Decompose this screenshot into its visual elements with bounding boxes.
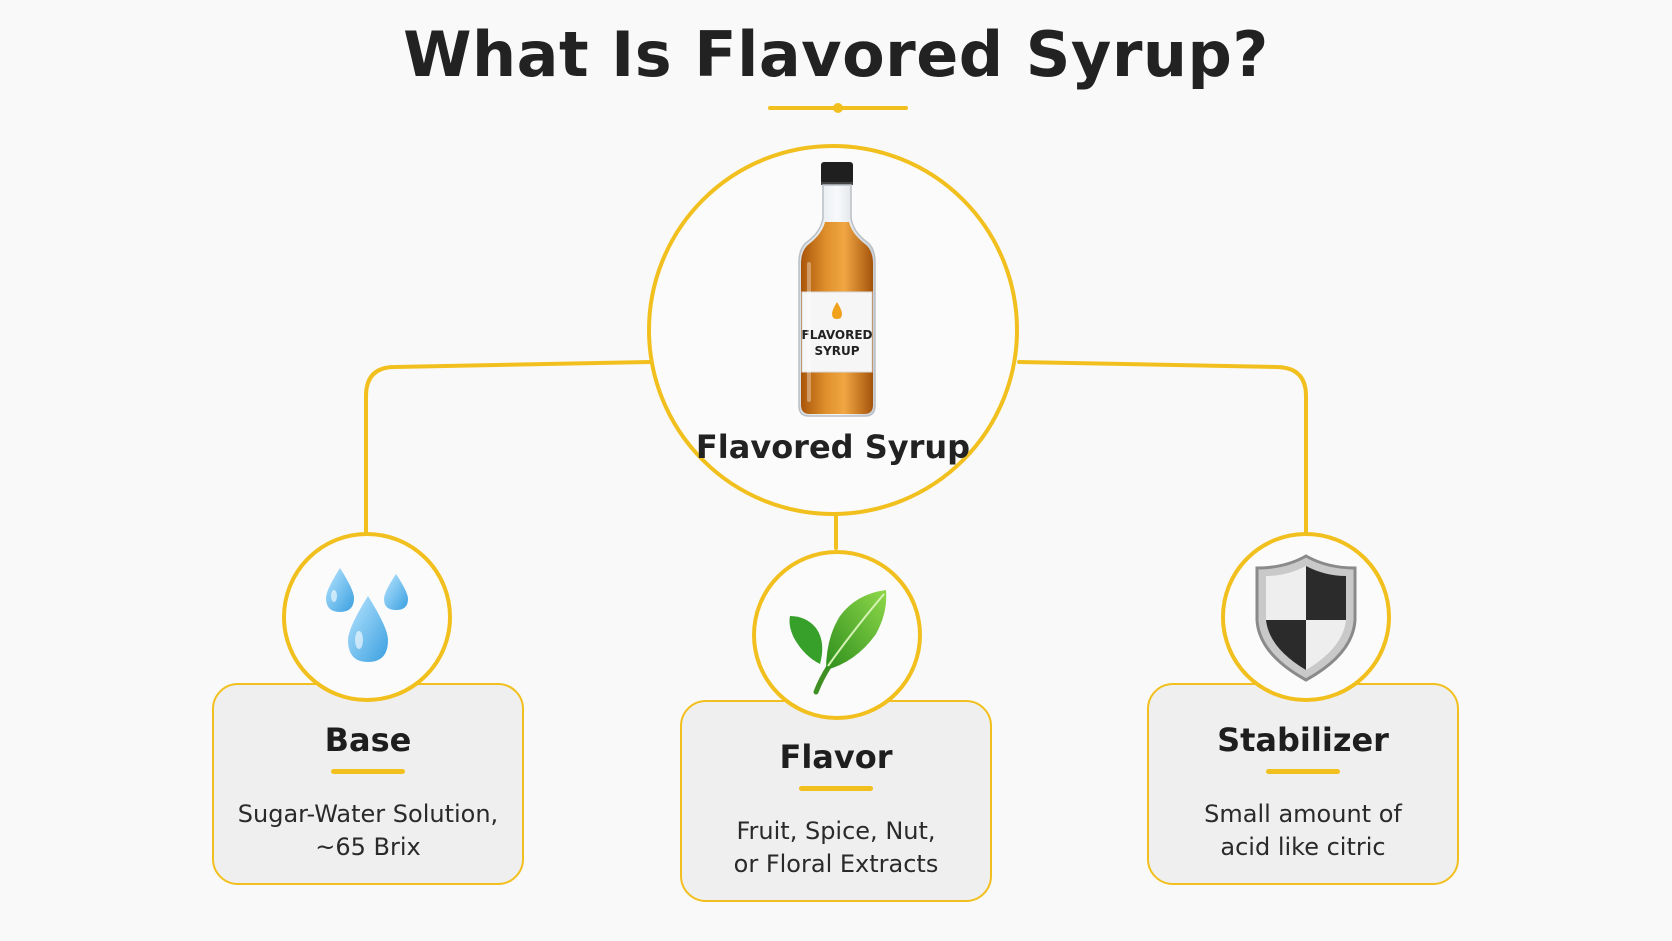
base-description: Sugar-Water Solution, ~65 Brix [237, 800, 499, 861]
leaf-icon [789, 590, 887, 695]
flavor-card: Flavor Fruit, Spice, Nut, or Floral Extr… [680, 700, 992, 902]
stabilizer-icon-circle [1221, 532, 1391, 702]
stabilizer-description: Small amount of acid like citric [1204, 800, 1402, 861]
bottle-label-line2: SYRUP [814, 344, 859, 358]
syrup-bottle-icon: FLAVORED SYRUP [798, 162, 876, 417]
stabilizer-title: Stabilizer [1217, 721, 1389, 759]
stabilizer-card: Stabilizer Small amount of acid like cit… [1147, 683, 1459, 885]
flavor-description: Fruit, Spice, Nut, or Floral Extracts [733, 817, 939, 878]
central-hub: FLAVORED SYRUP Flavored Syrup [647, 144, 1019, 516]
flavor-title: Flavor [779, 738, 893, 776]
base-icon-circle [282, 532, 452, 702]
title-underline-dot [833, 103, 843, 113]
page-title: What Is Flavored Syrup? [403, 18, 1269, 91]
bottle-label-line1: FLAVORED [802, 328, 873, 342]
flavor-title-underline [799, 786, 873, 791]
water-drops-icon [326, 568, 408, 662]
connector-left [364, 360, 652, 534]
connector-right [1017, 360, 1308, 534]
stabilizer-title-underline [1266, 769, 1340, 774]
shield-icon [1255, 554, 1357, 682]
base-card: Base Sugar-Water Solution, ~65 Brix [212, 683, 524, 885]
base-title: Base [324, 721, 412, 759]
flavor-icon-circle [752, 550, 922, 720]
hub-label: Flavored Syrup [695, 428, 971, 466]
base-title-underline [331, 769, 405, 774]
